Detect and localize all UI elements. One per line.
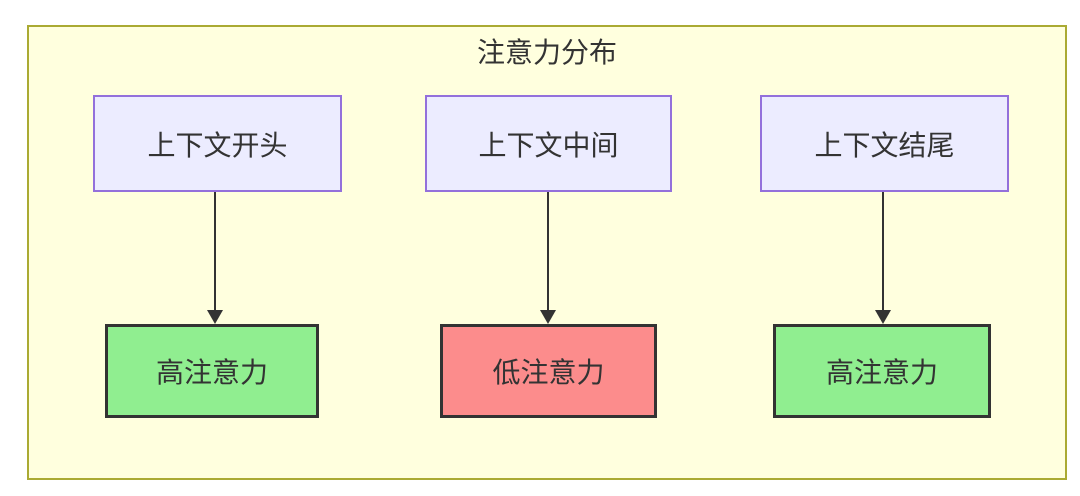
node-low-attention-middle: 低注意力 xyxy=(440,324,657,418)
arrow-beginning-to-high xyxy=(207,192,223,324)
node-context-beginning: 上下文开头 xyxy=(93,95,342,192)
node-high-attention-right: 高注意力 xyxy=(773,324,991,418)
node-label: 高注意力 xyxy=(155,357,268,388)
arrow-middle-to-low xyxy=(540,192,556,324)
arrowhead-icon xyxy=(875,310,891,324)
node-label: 上下文开头 xyxy=(147,129,288,161)
arrowhead-icon xyxy=(540,310,556,324)
diagram-title: 注意力分布 xyxy=(476,37,617,68)
node-label: 上下文中间 xyxy=(478,129,619,161)
node-context-end: 上下文结尾 xyxy=(760,95,1009,192)
node-high-attention-left: 高注意力 xyxy=(105,324,319,418)
arrow-shaft xyxy=(214,192,216,311)
arrowhead-icon xyxy=(207,310,223,324)
node-label: 上下文结尾 xyxy=(814,129,955,161)
node-label: 低注意力 xyxy=(492,357,605,388)
arrow-shaft xyxy=(547,192,549,311)
attention-distribution-container: 注意力分布 上下文开头 上下文中间 上下文结尾 高注意力 低注意力 xyxy=(27,25,1067,480)
arrow-shaft xyxy=(882,192,884,311)
node-label: 高注意力 xyxy=(825,357,938,388)
arrow-end-to-high xyxy=(875,192,891,324)
node-context-middle: 上下文中间 xyxy=(425,95,672,192)
